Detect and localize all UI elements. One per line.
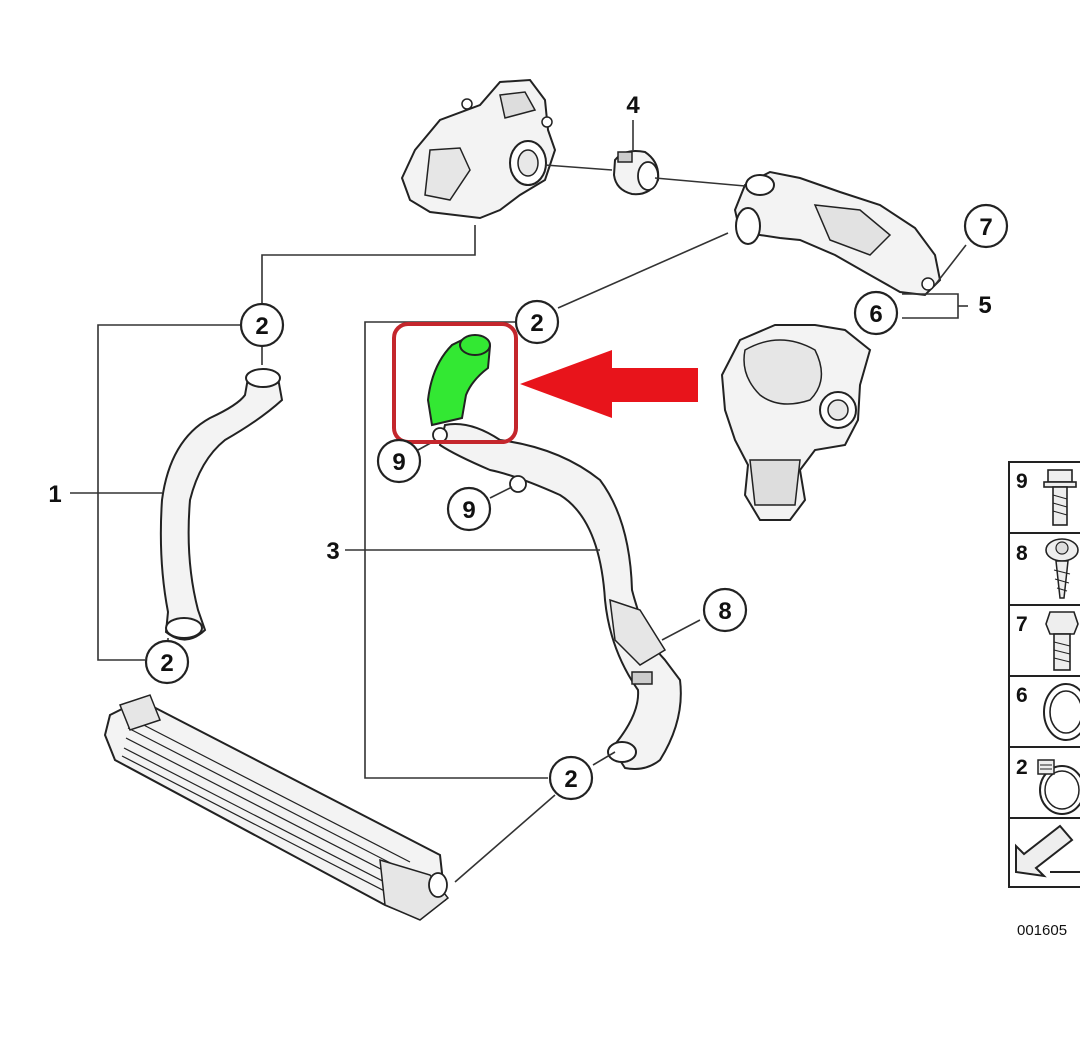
label-item-5: 5 <box>978 292 991 319</box>
svg-text:2: 2 <box>160 650 173 677</box>
svg-text:8: 8 <box>1016 542 1028 565</box>
svg-text:8: 8 <box>718 598 731 625</box>
charge-air-hose-3-part <box>432 423 682 770</box>
svg-text:9: 9 <box>462 497 475 524</box>
hose-clamp-part <box>612 150 660 196</box>
callout-2-bottom-mid: 2 <box>548 755 594 801</box>
legend-row-6: 6 <box>1016 683 1080 741</box>
intercooler-part <box>103 694 450 921</box>
highlighted-hose-part <box>426 334 492 427</box>
svg-text:2: 2 <box>564 766 577 793</box>
svg-text:2: 2 <box>1016 756 1028 779</box>
callout-7: 7 <box>963 203 1009 249</box>
callout-2-lower-left: 2 <box>144 639 190 685</box>
svg-text:6: 6 <box>869 301 882 328</box>
hex-bolt-icon <box>1045 611 1079 671</box>
callout-8: 8 <box>702 587 748 633</box>
callout-2-upper-left: 2 <box>239 302 285 348</box>
callout-2-top-mid: 2 <box>514 299 560 345</box>
legend-row-7: 7 <box>1016 611 1079 671</box>
throttle-body-part <box>400 78 557 220</box>
svg-text:6: 6 <box>1016 684 1028 707</box>
charge-air-pipe-part <box>733 170 942 297</box>
bolt-with-washer-icon <box>1043 469 1077 526</box>
callout-9-upper: 9 <box>376 438 422 484</box>
red-pointer-arrow-icon <box>520 350 698 418</box>
intake-hose-1-part <box>159 368 284 641</box>
svg-text:2: 2 <box>255 313 268 340</box>
svg-text:7: 7 <box>979 214 992 241</box>
diagram-code: 001605 <box>1017 922 1067 939</box>
label-item-1: 1 <box>48 481 61 508</box>
svg-text:2: 2 <box>530 310 543 337</box>
callout-9-lower: 9 <box>446 486 492 532</box>
legend-row-9: 9 <box>1016 469 1077 526</box>
screw-icon <box>1045 538 1079 599</box>
parts-legend: 9 8 7 <box>1008 461 1080 888</box>
callout-6: 6 <box>853 290 899 336</box>
svg-text:7: 7 <box>1016 613 1028 636</box>
hose-clamp-icon <box>1037 759 1080 815</box>
turbocharger-part <box>720 324 872 521</box>
legend-footer-arrow-icon <box>1015 824 1080 878</box>
label-item-3: 3 <box>326 538 339 565</box>
o-ring-icon <box>1043 683 1080 741</box>
legend-row-2: 2 <box>1016 756 1080 815</box>
highlight-box <box>392 322 518 444</box>
svg-text:9: 9 <box>1016 470 1028 493</box>
svg-text:9: 9 <box>392 449 405 476</box>
legend-row-8: 8 <box>1016 538 1079 599</box>
label-item-4: 4 <box>626 92 640 119</box>
